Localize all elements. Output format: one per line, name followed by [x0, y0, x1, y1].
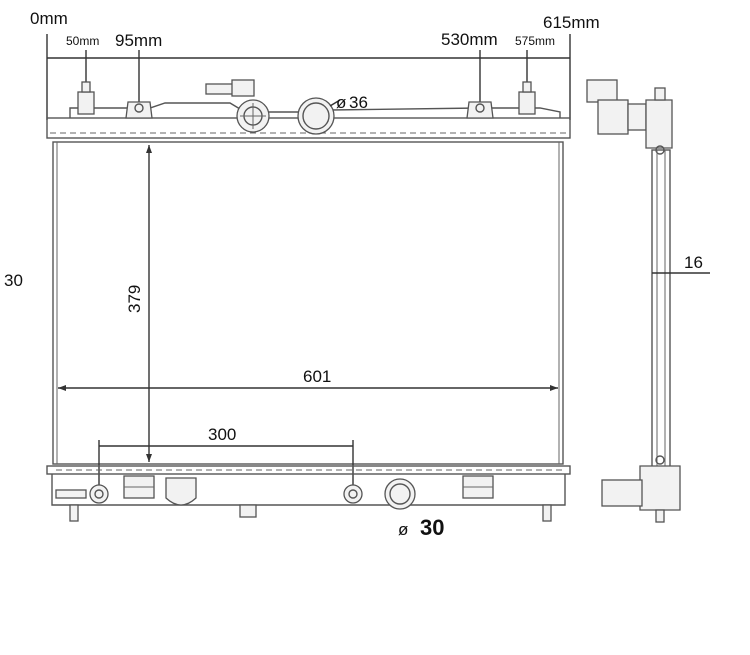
top-mount-bracket-right	[466, 101, 494, 119]
label-0mm: 0mm	[30, 9, 68, 28]
top-mount-pin-left	[77, 81, 95, 115]
diameter-symbol-bottom: ø	[398, 520, 408, 539]
inlet-pipe-36	[297, 97, 341, 135]
bottom-span-dimension	[98, 440, 354, 488]
core-height-label: 379	[125, 285, 144, 313]
outlet-diameter-value: 30	[420, 515, 444, 540]
bottom-bracket-1	[123, 475, 155, 499]
label-575mm: 575mm	[515, 34, 555, 48]
label-530mm: 530mm	[441, 30, 498, 49]
outlet-diameter-label: ø 30	[398, 515, 444, 540]
radiator-core	[52, 141, 564, 465]
bottom-cup	[165, 477, 197, 506]
bottom-feet	[69, 504, 552, 522]
label-50mm: 50mm	[66, 34, 99, 48]
core-width-dimension	[58, 385, 558, 391]
label-615mm: 615mm	[543, 13, 600, 32]
left-height-label: 30	[4, 271, 23, 290]
bottom-fitting	[343, 484, 363, 504]
side-view	[586, 79, 681, 523]
bottom-tank	[46, 465, 571, 506]
core-height-dimension	[146, 145, 152, 462]
core-width-label: 601	[303, 367, 331, 386]
top-dimension	[46, 34, 571, 120]
radiator-cap	[205, 79, 270, 133]
label-95mm: 95mm	[115, 31, 162, 50]
bottom-bracket-2	[462, 475, 494, 499]
diameter-symbol-top: ø	[336, 93, 346, 112]
inlet-diameter-value: 36	[349, 93, 368, 112]
drain-plug-left	[55, 484, 109, 504]
bottom-span-label: 300	[208, 425, 236, 444]
top-mount-pin-right	[518, 81, 536, 115]
side-width-label: 16	[684, 253, 703, 272]
outlet-pipe-30	[384, 478, 416, 510]
top-mount-bracket-left	[125, 101, 153, 119]
left-label-mask	[26, 266, 38, 294]
inlet-diameter-label: ø 36	[336, 93, 368, 112]
